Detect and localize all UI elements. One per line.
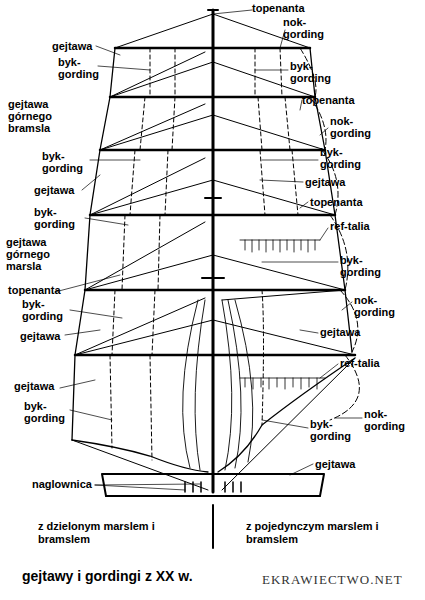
topenanta-lines <box>75 14 355 355</box>
diagram-title: gejtawy i gordingi z XX w. <box>22 568 193 584</box>
rigging-label: byk-gording <box>58 56 106 80</box>
byk-gording-lines <box>110 48 298 460</box>
mast-top <box>202 10 224 278</box>
mast <box>212 10 215 492</box>
rigging-label: byk-gording <box>340 254 390 278</box>
rigging-label: topenanta <box>310 196 363 208</box>
rigging-label: topenanta <box>252 2 305 14</box>
rigging-label: ref-talia <box>330 220 370 232</box>
rigging-label: byk-gording <box>290 60 340 84</box>
rigging-label: nok-gording <box>364 408 414 432</box>
bottom-caption: z dzielonym marslem i bramslem <box>38 520 188 546</box>
rigging-label: byk-gording <box>320 146 370 170</box>
rigging-label: byk-gording <box>310 418 360 442</box>
rigging-label: gejtawa górnego bramsla <box>8 98 70 134</box>
belaying-pins <box>185 482 241 492</box>
rigging-label: byk-gording <box>42 150 90 174</box>
rigging-label: ref-talia <box>340 357 380 369</box>
divider-line <box>212 505 214 548</box>
leader-lines <box>55 10 362 490</box>
rigging-label: topenanta <box>302 94 355 106</box>
rigging-label: nok-gording <box>283 16 333 40</box>
bottom-caption: z pojedynczym marslem i bramslem <box>246 520 396 546</box>
rigging-label: byk-gording <box>34 206 82 230</box>
hull <box>102 474 324 496</box>
clewed-sail <box>183 300 253 470</box>
rigging-label: byk-gording <box>24 400 72 424</box>
watermark: EKRAWIECTWO.NET <box>262 574 403 586</box>
rigging-label: gejtawa <box>20 330 60 342</box>
rigging-label: gejtawa <box>305 176 345 188</box>
rigging-label: gejtawa <box>315 458 355 470</box>
rigging-label: gejtawa górnego marsla <box>6 236 68 272</box>
rigging-label: gejtawa <box>14 380 54 392</box>
rigging-label: topenanta <box>8 284 61 296</box>
rigging-label: gejtawa <box>320 326 360 338</box>
rigging-label: naglownica <box>32 478 92 490</box>
sail-foot <box>72 358 355 472</box>
rigging-label: gejtawa <box>34 184 74 196</box>
sail-leeches <box>72 48 352 440</box>
rigging-label: byk-gording <box>22 298 70 322</box>
rigging-label: nok-gording <box>354 294 404 318</box>
rigging-label: gejtawa <box>52 40 92 52</box>
rigging-label: nok-gording <box>330 115 380 139</box>
